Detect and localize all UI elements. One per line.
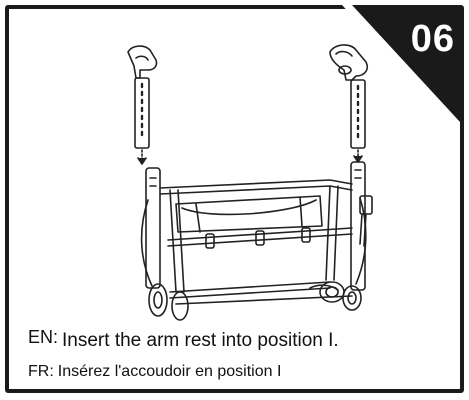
- left-arm-rest: [127, 45, 158, 149]
- left-insert-arrow: [137, 149, 147, 165]
- caption-english: EN:Insert the arm rest into position I.: [28, 327, 339, 352]
- right-insert-arrow: [353, 149, 363, 163]
- caption-french: FR:Insérez l'accoudoir en position I: [28, 363, 281, 381]
- caption-french-lang: FR:: [28, 363, 54, 380]
- caption-english-text: Insert the arm rest into position I.: [62, 330, 339, 351]
- caption-english-lang: EN:: [28, 327, 59, 347]
- rollator-wheels: [148, 281, 362, 321]
- caption-french-text: Insérez l'accoudoir en position I: [57, 363, 282, 380]
- step-number: 06: [410, 18, 455, 60]
- right-arm-rest: [329, 44, 369, 149]
